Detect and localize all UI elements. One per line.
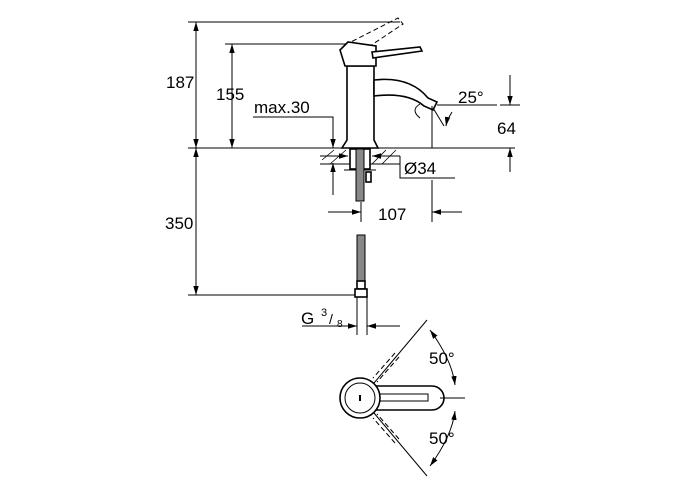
dim-350: 350 (165, 214, 193, 233)
thread-slash: / (329, 311, 333, 327)
supply-hose (354, 234, 368, 335)
spout-angle-dimension: 25° (431, 88, 497, 148)
dim-50deg-top: 50° (429, 349, 455, 368)
max-thickness-dimension: max.30 (253, 98, 336, 195)
dim-34: Ø34 (404, 159, 436, 178)
projection-dimension: 107 (328, 180, 462, 224)
dim-155: 155 (216, 85, 244, 104)
thread-dimension: G 3 / 8 (301, 307, 400, 330)
counter-section (320, 148, 400, 202)
dim-thread-den: 8 (337, 319, 343, 330)
dim-max30: max.30 (254, 98, 310, 117)
dim-thread-num: 3 (321, 307, 327, 319)
outlet-height-dimension: 64 (497, 75, 520, 172)
dim-187: 187 (166, 73, 194, 92)
height-dimension-187: 187 (166, 22, 199, 148)
dim-25deg: 25° (458, 88, 484, 107)
hose-length-dimension: 350 (165, 148, 199, 295)
faucet-top-view: 50° 50° (339, 319, 465, 477)
dim-thread-g: G (301, 309, 314, 328)
dim-50deg-bottom: 50° (429, 429, 455, 448)
hole-diameter-dimension: Ø34 (320, 153, 455, 179)
dim-64: 64 (497, 119, 516, 138)
height-dimension-155: 155 (216, 44, 244, 148)
faucet-side-view (339, 17, 439, 149)
dim-107: 107 (378, 205, 406, 224)
